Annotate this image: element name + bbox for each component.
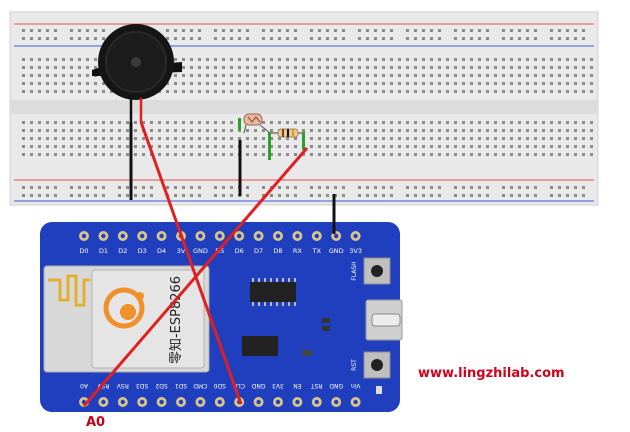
top-pin-gnd-6[interactable]: GND bbox=[193, 231, 208, 255]
flash-label: FLASH bbox=[351, 261, 358, 280]
red-wire-a0 bbox=[82, 147, 309, 407]
top-pin-d0-0[interactable]: D0 bbox=[79, 231, 89, 255]
top-pin-d8-10[interactable]: D8 bbox=[273, 231, 283, 255]
top-pin-rx-11[interactable]: RX bbox=[292, 231, 302, 255]
usb-port-icon bbox=[365, 299, 403, 341]
bottom-pin-label: CLK bbox=[232, 382, 245, 389]
bottom-pin-label: GND bbox=[329, 382, 343, 389]
ic-chip bbox=[250, 278, 296, 306]
top-pin-3v3-14[interactable]: 3V3 bbox=[349, 231, 362, 255]
top-pin-d1-1[interactable]: D1 bbox=[98, 231, 109, 255]
top-pin-label: 3V3 bbox=[349, 247, 362, 255]
top-pin-label: RX bbox=[293, 247, 303, 255]
top-pin-label: 3V bbox=[177, 247, 186, 255]
bottom-pin-label: SD3 bbox=[136, 382, 148, 389]
antenna-icon bbox=[48, 274, 90, 307]
bottom-pin-sd0-7[interactable]: SD0 bbox=[213, 382, 226, 407]
rst-button[interactable] bbox=[363, 351, 391, 379]
bottom-pin-gnd-13[interactable]: GND bbox=[329, 382, 343, 407]
bottom-pin-label: Vin bbox=[351, 382, 361, 389]
top-pin-label: TX bbox=[312, 247, 322, 255]
top-pin-label: GND bbox=[193, 247, 208, 255]
top-pin-label: D6 bbox=[235, 247, 244, 255]
top-pin-label: D3 bbox=[138, 247, 147, 255]
top-pin-d4-4[interactable]: D4 bbox=[156, 231, 167, 255]
bottom-pin-label: RST bbox=[311, 382, 323, 389]
top-pin-label: D7 bbox=[254, 247, 263, 255]
bottom-pin-label: GND bbox=[251, 382, 265, 389]
breadboard-holes bbox=[22, 29, 593, 197]
bottom-pin-label: SD2 bbox=[155, 382, 167, 389]
bottom-pin-sd3-3[interactable]: SD3 bbox=[136, 382, 148, 407]
bottom-pin-vin-14[interactable]: Vin bbox=[350, 382, 361, 407]
flash-button[interactable] bbox=[363, 257, 391, 285]
rst-label: RST bbox=[351, 359, 358, 371]
top-pin-label: D0 bbox=[79, 247, 88, 255]
esp8266-board: 零知-ESP8266 FLASH RST D0D1D2D3D43VGNDD5D6… bbox=[40, 222, 403, 412]
module-label: 零知-ESP8266 bbox=[168, 276, 184, 364]
bottom-pin-label: RSV bbox=[116, 382, 129, 389]
bottom-pin-label: A0 bbox=[80, 382, 88, 389]
voltage-regulator bbox=[242, 336, 278, 356]
wires bbox=[82, 121, 336, 407]
website-label[interactable]: www.lingzhilab.com bbox=[418, 366, 565, 381]
bottom-pin-sd2-4[interactable]: SD2 bbox=[155, 382, 168, 407]
top-pin-d2-2[interactable]: D2 bbox=[117, 231, 128, 255]
resistor-icon bbox=[270, 128, 302, 138]
a0-callout: A0 bbox=[86, 415, 106, 430]
bottom-pin-label: SD1 bbox=[175, 382, 187, 389]
bottom-pin-label: 3V3 bbox=[272, 382, 284, 389]
top-pin-tx-12[interactable]: TX bbox=[312, 231, 322, 255]
breadboard bbox=[9, 11, 599, 206]
bottom-pin-rst-12[interactable]: RST bbox=[311, 382, 323, 407]
bottom-pin-label: SD0 bbox=[213, 382, 225, 389]
bottom-pin-rsv-2[interactable]: RSV bbox=[116, 382, 129, 407]
top-pin-d6-8[interactable]: D6 bbox=[234, 231, 245, 255]
top-pin-label: D2 bbox=[118, 247, 127, 255]
bottom-pin-sd1-5[interactable]: SD1 bbox=[175, 382, 187, 407]
top-pin-label: GND bbox=[329, 247, 344, 255]
bottom-pin-label: EN bbox=[293, 382, 301, 389]
bottom-pin-gnd-9[interactable]: GND bbox=[251, 382, 265, 407]
top-pin-d3-3[interactable]: D3 bbox=[137, 231, 148, 255]
bottom-pin-3v3-10[interactable]: 3V3 bbox=[272, 382, 284, 407]
top-pin-d7-9[interactable]: D7 bbox=[253, 231, 264, 255]
bottom-pin-cmd-6[interactable]: CMD bbox=[193, 382, 207, 407]
lingzhi-logo-icon bbox=[103, 287, 145, 329]
green-jumpers bbox=[238, 118, 305, 160]
bottom-pin-en-11[interactable]: EN bbox=[292, 382, 303, 407]
buzzer-icon bbox=[92, 24, 182, 122]
top-pin-label: D1 bbox=[99, 247, 108, 255]
top-pin-label: D4 bbox=[157, 247, 166, 255]
photoresistor-icon bbox=[243, 113, 271, 134]
red-wire-buzzer bbox=[139, 121, 243, 405]
bottom-pin-label: CMD bbox=[193, 382, 207, 389]
top-pin-label: D8 bbox=[273, 247, 282, 255]
